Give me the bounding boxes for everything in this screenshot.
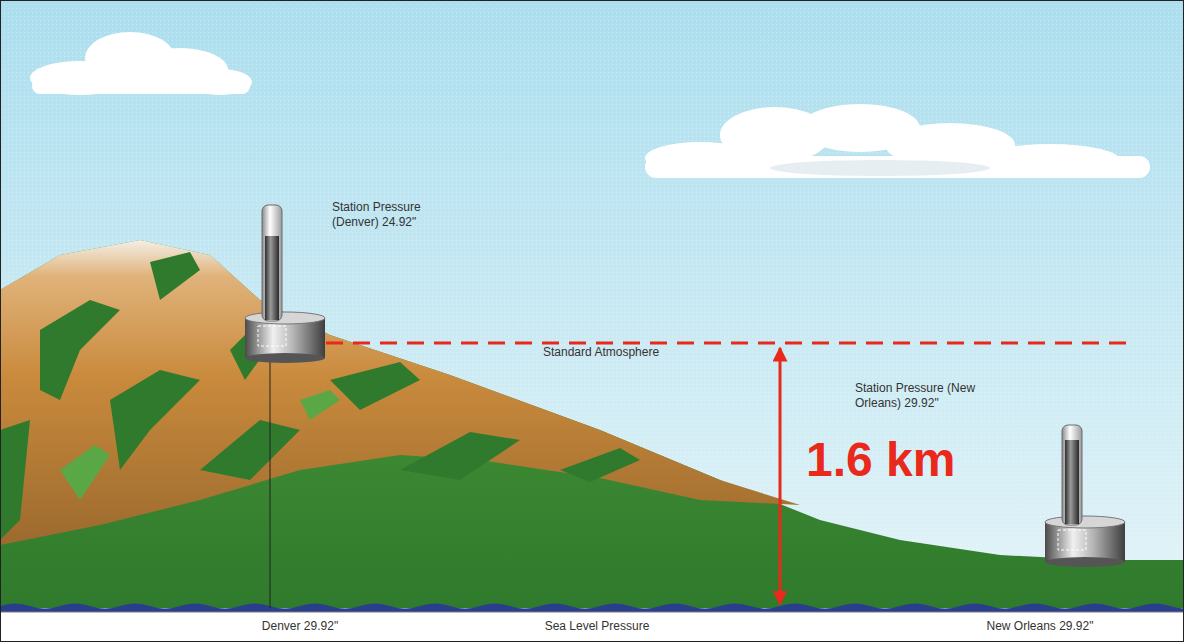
height-dimension: 1.6 km [806,434,955,487]
vegetation-patch [0,420,30,540]
barometer-mark [258,326,286,346]
terrain [0,240,1184,608]
sky [0,0,1184,612]
vegetation-patch [400,432,520,480]
sea-level-line [0,612,1184,613]
barometer-basin-bottom [1045,557,1125,567]
barometer-basin-top [245,312,325,324]
vegetation-patch [110,370,200,470]
reference-line-label: Standard Atmosphere [540,345,662,360]
vegetation-patch [40,300,120,400]
cloud-shade [770,160,990,176]
mercury-column [265,236,279,320]
vegetation [0,252,640,540]
vegetation-patch [60,445,110,500]
barometer-basin-top [1045,516,1125,528]
barometer-tube [262,205,282,321]
sky-texture [0,0,1184,612]
vegetation-patch [560,448,640,482]
barometer-mark [1058,530,1086,550]
axis-label: Sea Level Pressure [545,619,650,634]
sea-level-pressure-label: Denver 29.92" [262,619,338,634]
barometer [1045,425,1125,567]
cloud-base [32,78,250,94]
cloud [30,32,252,95]
mercury-column [1065,440,1079,524]
barometer-basin-bottom [245,353,325,363]
station-pressure-label: Station Pressure (Denver) 24.92" [332,200,440,230]
sea-level-pressure-label: New Orleans 29.92" [987,619,1094,634]
mountain [0,240,800,545]
vegetation-patch [330,362,420,410]
sea-level-strip [0,612,1184,642]
cloud-base [645,156,1150,178]
sea-water [0,604,1184,613]
sea-level-drop-line [270,358,271,608]
vegetation-patch [150,252,200,300]
height-dimension-arrow [779,348,782,604]
barometer [245,205,325,363]
barometer-tube [1062,425,1082,525]
vegetation-patch [200,420,300,480]
vegetation-patch [300,390,340,420]
cloud [645,104,1150,178]
station-pressure-label: Station Pressure (New Orleans) 29.92" [855,381,995,411]
standard-altitude-line [326,342,1130,345]
